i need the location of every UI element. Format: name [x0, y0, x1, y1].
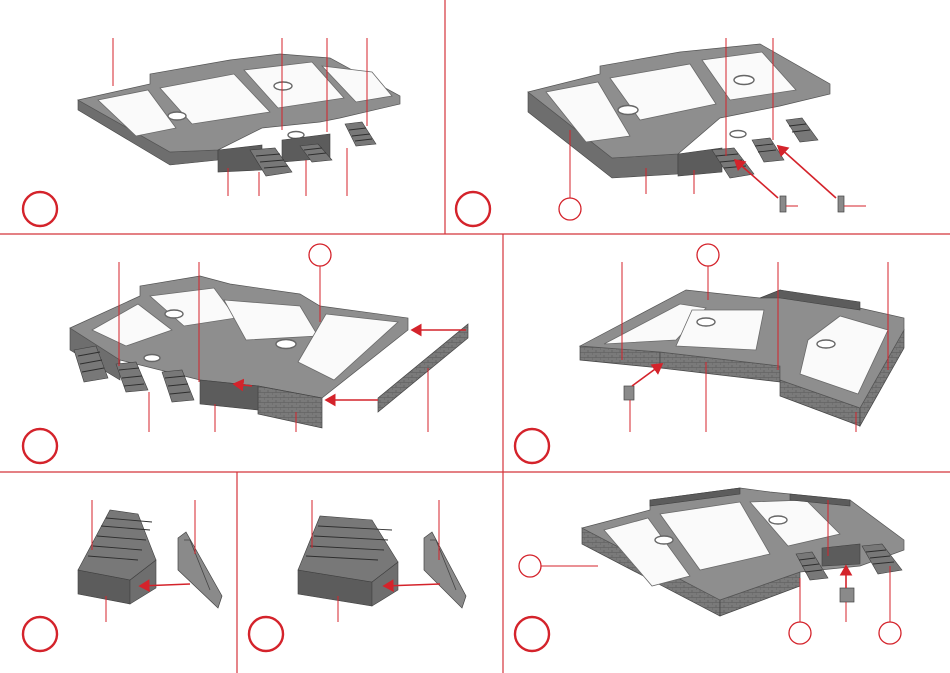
- panel-7: [515, 488, 904, 651]
- platform-model: [582, 488, 904, 616]
- stair-3: [786, 118, 818, 142]
- platform-model: [78, 54, 400, 176]
- stair-2: [116, 362, 148, 392]
- stair-2: [752, 138, 784, 162]
- step-number-circle: [249, 617, 283, 651]
- small-part-2: [838, 196, 844, 212]
- small-part: [624, 386, 634, 400]
- step-number-circle: [515, 429, 549, 463]
- stair-3: [345, 122, 376, 146]
- step-number-circle: [23, 617, 57, 651]
- stair-block: [78, 510, 156, 604]
- callout-circle: [519, 555, 541, 577]
- panel-5: [23, 500, 222, 651]
- panel-1: [23, 38, 400, 226]
- panel-2: [456, 38, 866, 226]
- small-part: [840, 588, 854, 602]
- step-number-circle: [456, 192, 490, 226]
- panel-3: [23, 244, 468, 463]
- panel-4: [515, 244, 904, 463]
- step-number-circle: [23, 192, 57, 226]
- side-panel-part: [178, 532, 222, 608]
- callout-circle: [697, 244, 719, 266]
- callout-circle: [789, 622, 811, 644]
- callout-circle: [559, 198, 581, 220]
- panel-6: [249, 500, 466, 651]
- side-panel-part: [424, 532, 466, 608]
- callout-circle: [879, 622, 901, 644]
- callout-circle: [309, 244, 331, 266]
- platform-model: [528, 44, 830, 178]
- stair-block: [298, 516, 398, 606]
- platform-model: [70, 276, 408, 428]
- platform-model: [580, 290, 904, 426]
- step-number-circle: [515, 617, 549, 651]
- small-part-1: [780, 196, 786, 212]
- step-number-circle: [23, 429, 57, 463]
